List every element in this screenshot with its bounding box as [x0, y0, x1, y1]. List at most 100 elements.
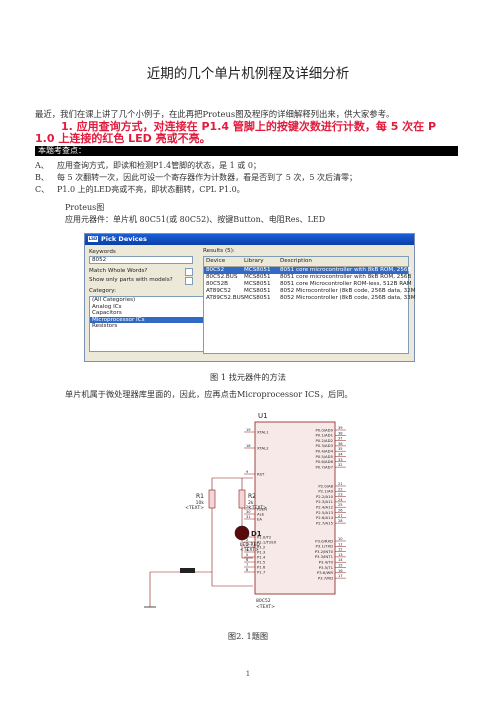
pin-name: P0.0/AD0	[315, 427, 333, 432]
pin-number: 3	[246, 543, 248, 547]
pin-name: P3.5/T1	[319, 565, 334, 570]
pin-name: P2.6/A14	[316, 515, 334, 520]
pin-number: 29	[246, 505, 251, 509]
figure-2-caption: 图2. 1题图	[227, 631, 269, 641]
results-label: Results (5):	[203, 248, 235, 254]
d1-value: LED-RED	[240, 542, 260, 548]
category-item[interactable]: Resistors	[92, 323, 118, 329]
chip-ref: U1	[258, 412, 268, 420]
pin-number: 13	[338, 553, 343, 557]
pin-number: 30	[246, 510, 251, 514]
r1-text: <TEXT>	[185, 505, 204, 511]
proteus-schematic: U1 19XTAL118XTAL29RST29PSEN30ALE31EA1P1.…	[144, 412, 346, 610]
pin-number: 7	[246, 563, 248, 567]
pin-name: P2.7/A15	[316, 520, 334, 525]
key-point-c: C、P1.0 上的LED亮或不亮，即状态翻转，CPL P1.0。	[35, 185, 245, 194]
pin-number: 37	[338, 437, 343, 441]
pin-number: 5	[246, 553, 248, 557]
heading-line-2: 1.0 上连接的红色 LED 亮或不亮。	[35, 132, 211, 145]
pin-name: P1.6	[257, 564, 266, 569]
pin-number: 9	[246, 470, 249, 474]
pin-name: P3.0/RXD	[315, 538, 333, 543]
pin-name: P1.1/T2EX	[257, 539, 277, 544]
pin-number: 19	[246, 428, 251, 432]
intro-paragraph: 最近，我们在课上讲了几个小例子，在此再把Proteus图及程序的详细解释列出来，…	[35, 109, 395, 119]
pin-name: EA	[257, 516, 262, 521]
pin-number: 24	[338, 498, 343, 502]
match-whole-words-checkbox[interactable]: Match Whole Words?	[89, 267, 199, 276]
pin-name: P2.4/A12	[316, 505, 334, 510]
pin-name: P1.0/T2	[257, 534, 272, 539]
category-item[interactable]: Analog ICs	[92, 303, 122, 310]
r1-value: 10k	[196, 500, 205, 506]
pin-number: 17	[338, 574, 343, 578]
pin-number: 8	[246, 568, 249, 572]
pin-number: 34	[338, 453, 343, 457]
page-title: 近期的几个单片机例程及详细分析	[146, 66, 350, 82]
pin-number: 39	[338, 426, 343, 430]
pin-name: XTAL1	[257, 429, 269, 434]
r1-label: R1	[196, 493, 204, 500]
isis-app-icon: LSD	[88, 236, 98, 242]
category-item[interactable]: (All Categories)	[92, 297, 136, 303]
pin-name: P2.2/A10	[316, 494, 334, 499]
pin-name: XTAL2	[257, 445, 269, 450]
pin-name: P3.1/TXD	[316, 544, 334, 549]
page-number: 1	[245, 670, 251, 678]
pin-number: 4	[246, 548, 249, 552]
pin-number: 6	[246, 558, 249, 562]
pin-number: 10	[338, 537, 343, 541]
column-description[interactable]: Description	[280, 258, 312, 264]
pin-number: 28	[338, 519, 343, 523]
pin-number: 2	[246, 538, 248, 542]
pin-number: 11	[338, 542, 343, 546]
d1-label: D1	[251, 530, 262, 538]
keywords-input[interactable]: 8052	[89, 256, 193, 264]
category-item-selected[interactable]: Microprocessor ICs	[90, 316, 254, 323]
pin-number: 31	[246, 515, 251, 519]
pick-devices-filters: Keywords 8052 Match Whole Words? Show on…	[89, 248, 255, 352]
key-point-a: A、应用查询方式，即读和检测P1.4管脚的状态，是 1 或 0；	[35, 161, 261, 170]
pin-name: P1.3	[257, 549, 266, 554]
pin-number: 25	[338, 503, 343, 507]
pin-number: 33	[338, 458, 343, 462]
column-library[interactable]: Library	[244, 258, 264, 264]
column-device[interactable]: Device	[206, 258, 226, 264]
pin-number: 21	[338, 482, 343, 486]
pin-name: RST	[257, 471, 265, 476]
pin-name: P0.3/AD3	[315, 443, 333, 448]
key-points-list: A、应用查询方式，即读和检测P1.4管脚的状态，是 1 或 0； B、每 5 次…	[35, 160, 357, 196]
pin-name: P3.6/WR	[317, 570, 333, 575]
pin-name: P1.5	[257, 559, 266, 564]
pin-number: 32	[338, 463, 343, 467]
checkbox-icon	[185, 268, 193, 276]
pin-name: P1.4	[257, 554, 266, 559]
pin-name: ALE	[257, 511, 265, 516]
pin-name: P0.1/AD1	[315, 433, 333, 438]
pin-name: P0.7/AD7	[315, 464, 333, 469]
pin-number: 38	[338, 431, 343, 435]
figure-1-caption: 图 1 找元器件的方法	[210, 372, 286, 382]
push-button	[180, 568, 195, 573]
pin-name: PSEN	[257, 506, 267, 511]
components-line: 应用元器件：单片机 80C51(或 80C52)、按键Button、电阻Res、…	[65, 215, 326, 224]
chip-name: 80C52	[256, 598, 271, 604]
chip-text: <TEXT>	[256, 604, 275, 610]
show-only-models-checkbox[interactable]: Show only parts with models?	[89, 276, 199, 285]
pin-name: P2.0/A8	[318, 483, 333, 488]
category-item[interactable]: Capacitors	[92, 310, 122, 316]
proteus-label: Proteus图	[65, 203, 105, 212]
pin-name: P3.4/T0	[319, 560, 334, 565]
pin-name: P2.1/A9	[318, 489, 333, 494]
problem-heading: 1. 应用查询方式，对连接在 P1.4 管脚上的按键次数进行计数，每 5 次在 …	[35, 121, 460, 145]
pin-name: P3.2/INT0	[315, 549, 334, 554]
pin-name: P0.2/AD2	[315, 438, 333, 443]
pin-number: 14	[338, 558, 343, 562]
